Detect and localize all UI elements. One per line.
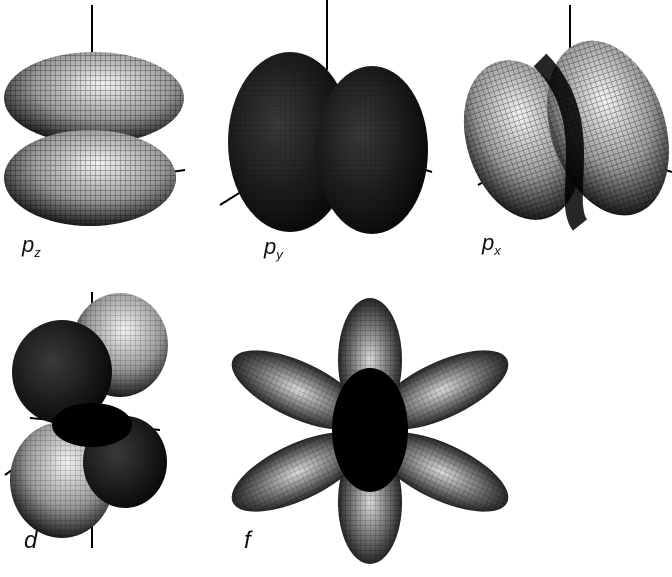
pz-orbital [4, 5, 185, 226]
py-orbital [220, 0, 432, 234]
f-orbital [221, 298, 519, 564]
label-pz: pz [21, 232, 41, 260]
d-orbital [5, 292, 168, 548]
px-orbital [444, 5, 672, 235]
label-px: px [481, 230, 501, 258]
label-py: py [263, 234, 284, 262]
label-d: d [24, 527, 38, 554]
f-core [332, 368, 408, 492]
label-f: f [244, 527, 253, 554]
